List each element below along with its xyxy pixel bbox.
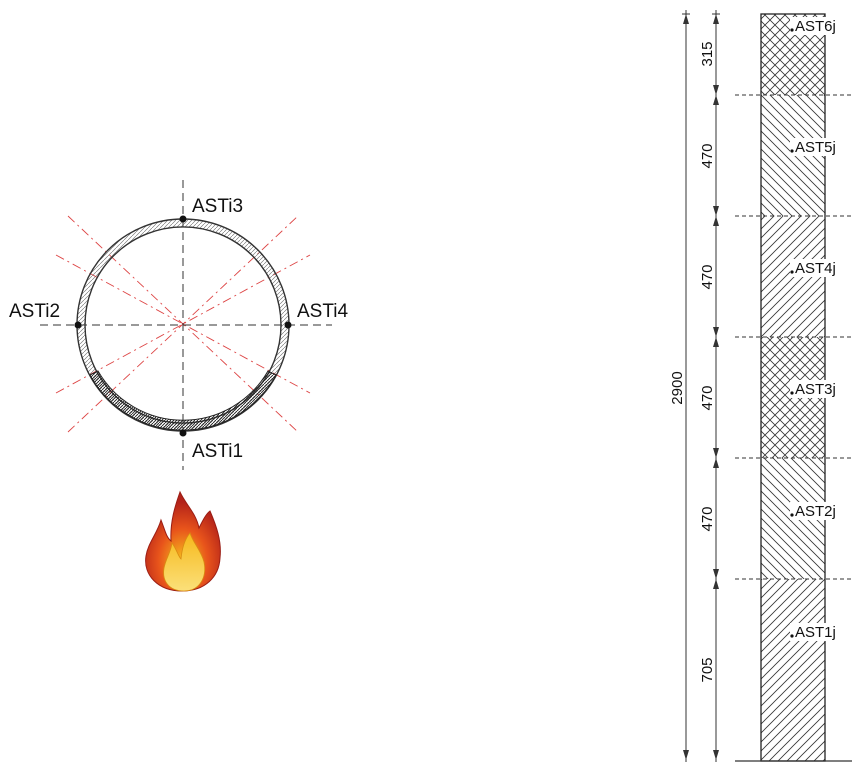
fire-icon bbox=[145, 490, 221, 592]
segment-label-ast5j: AST5j bbox=[795, 139, 836, 156]
sensor-label-asti1: ASTi1 bbox=[192, 441, 243, 462]
sensor-point-asti3 bbox=[179, 215, 187, 223]
sensor-point-asti2 bbox=[74, 321, 82, 329]
total-dimension-label: 2900 bbox=[669, 371, 686, 404]
column: AST6j AST5j AST4j AST3j AST2j AST1j 2900 bbox=[669, 10, 852, 762]
sensor-label-asti4: ASTi4 bbox=[297, 301, 348, 322]
segment-label-ast4j: AST4j bbox=[795, 260, 836, 277]
segment-labels: AST6j AST5j AST4j AST3j AST2j AST1j bbox=[790, 17, 842, 641]
segment-label-ast1j: AST1j bbox=[795, 624, 836, 641]
dimension-label-ast5j: 470 bbox=[699, 143, 716, 168]
segment-label-ast6j: AST6j bbox=[795, 18, 836, 35]
dimension-label-ast1j: 705 bbox=[699, 657, 716, 682]
sensor-point-asti4 bbox=[284, 321, 292, 329]
dimension-label-ast4j: 470 bbox=[699, 264, 716, 289]
segment-ast1j bbox=[761, 579, 825, 761]
total-dimension-line bbox=[682, 10, 690, 762]
dimension-label-ast6j: 315 bbox=[699, 41, 716, 66]
dimension-label-ast2j: 470 bbox=[699, 506, 716, 531]
dimension-label-ast3j: 470 bbox=[699, 385, 716, 410]
segment-label-ast3j: AST3j bbox=[795, 381, 836, 398]
segment-label-ast2j: AST2j bbox=[795, 503, 836, 520]
segment-boundaries bbox=[735, 94, 852, 580]
sensor-label-asti3: ASTi3 bbox=[192, 196, 243, 217]
pipe-section: ASTi3 ASTi2 ASTi4 ASTi1 bbox=[9, 180, 348, 470]
pipe-wall-heated bbox=[89, 370, 277, 431]
sensor-point-asti1 bbox=[179, 429, 187, 437]
segment-dimension-ticks bbox=[713, 14, 719, 760]
sensor-label-asti2: ASTi2 bbox=[9, 301, 60, 322]
